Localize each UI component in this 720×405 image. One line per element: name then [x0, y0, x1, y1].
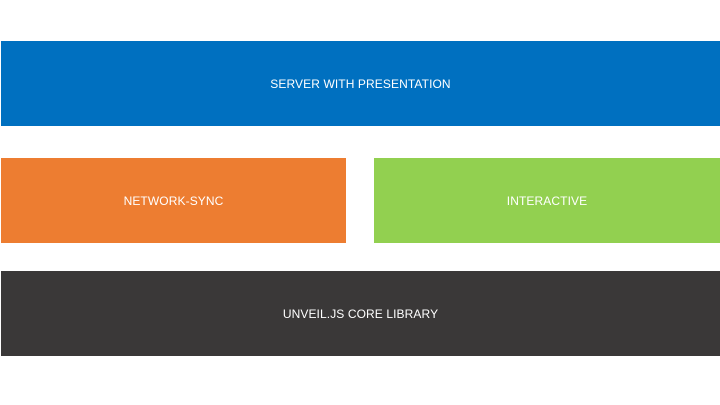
unveil-core-library-block: UNVEIL.JS CORE LIBRARY [1, 271, 720, 356]
network-sync-label: NETWORK-SYNC [123, 193, 224, 208]
server-with-presentation-label: SERVER WITH PRESENTATION [270, 76, 451, 91]
unveil-core-library-label: UNVEIL.JS CORE LIBRARY [282, 306, 439, 321]
interactive-block: INTERACTIVE [374, 158, 720, 243]
network-sync-block: NETWORK-SYNC [1, 158, 346, 243]
server-with-presentation-block: SERVER WITH PRESENTATION [1, 41, 720, 126]
interactive-label: INTERACTIVE [506, 193, 588, 208]
